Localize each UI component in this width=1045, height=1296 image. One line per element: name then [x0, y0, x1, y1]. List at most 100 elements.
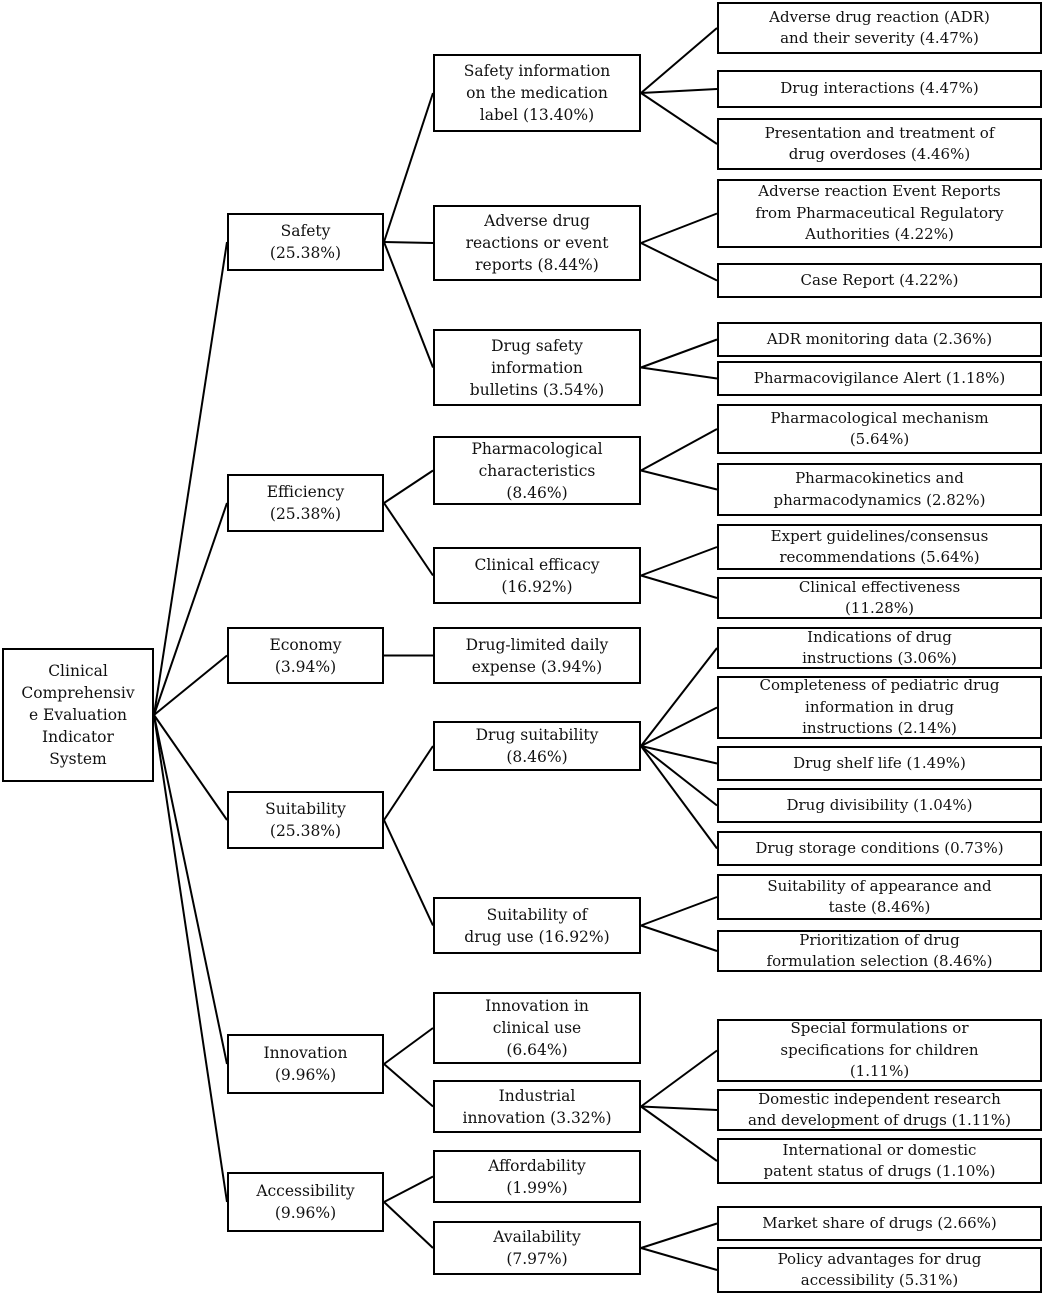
level3-node-label: Adverse drug reaction (ADR) and their se…: [769, 7, 990, 48]
connector-line: [153, 502, 228, 716]
level1-node-label: Accessibility (9.96%): [256, 1182, 355, 1222]
level1-node-label: Economy (3.94%): [269, 635, 342, 676]
connector-line: [640, 92, 718, 145]
level1-node-label: Safety (25.38%): [269, 222, 342, 262]
level3-node-label: Special formulations or specifications f…: [780, 1019, 979, 1081]
level2-node-label: Suitability of drug use (16.92%): [464, 905, 610, 946]
level3-node: Pharmacovigilance Alert (1.18%): [717, 361, 1042, 396]
connector-line: [383, 241, 434, 368]
connector-line: [383, 1175, 434, 1203]
level2-node-label: Drug safety information bulletins (3.54%…: [469, 336, 605, 399]
level2-node: Safety information on the medication lab…: [433, 54, 641, 132]
level3-node: ADR monitoring data (2.36%): [717, 322, 1042, 357]
level3-node: Drug interactions (4.47%): [717, 70, 1042, 108]
level2-node-label: Affordability (1.99%): [488, 1156, 586, 1197]
level2-node-label: Pharmacological characteristics (8.46%): [471, 439, 603, 502]
connector-line: [640, 745, 718, 765]
level3-node: International or domestic patent status …: [717, 1138, 1042, 1184]
connector-line: [640, 1105, 718, 1111]
level1-node-label: Suitability (25.38%): [265, 800, 346, 840]
level3-node: Expert guidelines/consensus recommendati…: [717, 524, 1042, 570]
connector-line: [383, 819, 434, 926]
level3-node: Adverse drug reaction (ADR) and their se…: [717, 2, 1042, 54]
level2-node: Availability (7.97%): [433, 1221, 641, 1275]
level3-node-label: Clinical effectiveness (11.28%): [798, 577, 961, 617]
level2-node: Pharmacological characteristics (8.46%): [433, 436, 641, 505]
level3-node: Presentation and treatment of drug overd…: [717, 118, 1042, 170]
level3-node-label: Market share of drugs (2.66%): [762, 1213, 997, 1232]
level2-node-label: Safety information on the medication lab…: [463, 62, 611, 124]
level2-node: Drug-limited daily expense (3.94%): [433, 627, 641, 684]
level3-node-label: International or domestic patent status …: [763, 1140, 996, 1181]
level3-node: Adverse reaction Event Reports from Phar…: [717, 179, 1042, 248]
level3-node: Special formulations or specifications f…: [717, 1019, 1042, 1082]
level3-node-label: Policy advantages for drug accessibility…: [777, 1249, 982, 1290]
connector-line: [640, 924, 718, 952]
level3-node-label: Presentation and treatment of drug overd…: [764, 123, 995, 164]
connector-line: [640, 647, 718, 747]
level1-node-economy: Economy (3.94%): [227, 627, 384, 684]
level2-node: Affordability (1.99%): [433, 1150, 641, 1203]
level1-node-safety: Safety (25.38%): [227, 213, 384, 271]
connector-line: [383, 469, 434, 504]
level2-node-label: Clinical efficacy (16.92%): [474, 555, 600, 596]
level2-node: Clinical efficacy (16.92%): [433, 547, 641, 604]
connector-line: [640, 1222, 718, 1249]
level2-node: Drug safety information bulletins (3.54%…: [433, 329, 641, 406]
connector-line: [640, 366, 718, 380]
level3-node: Clinical effectiveness (11.28%): [717, 577, 1042, 619]
level3-node-label: ADR monitoring data (2.36%): [766, 329, 993, 348]
level2-node-label: Innovation in clinical use (6.64%): [485, 997, 589, 1059]
level1-node-label: Efficiency (25.38%): [266, 483, 345, 523]
level3-node: Pharmacokinetics and pharmacodynamics (2…: [717, 463, 1042, 516]
connector-line: [640, 745, 718, 807]
level3-node-label: Pharmacological mechanism (5.64%): [770, 408, 989, 449]
connector-line: [383, 502, 434, 577]
level3-node-label: Pharmacovigilance Alert (1.18%): [753, 368, 1006, 387]
level2-node-label: Industrial innovation (3.32%): [462, 1086, 612, 1127]
level3-node: Case Report (4.22%): [717, 263, 1042, 298]
connector-line: [383, 1063, 434, 1108]
level1-node-efficiency: Efficiency (25.38%): [227, 474, 384, 532]
level2-node: Industrial innovation (3.32%): [433, 1080, 641, 1133]
level3-node: Domestic independent research and develo…: [717, 1089, 1042, 1131]
level2-node: Adverse drug reactions or event reports …: [433, 205, 641, 281]
level1-node-accessibility: Accessibility (9.96%): [227, 1172, 384, 1232]
level3-node-label: Drug storage conditions (0.73%): [755, 838, 1004, 857]
level2-node-label: Availability (7.97%): [493, 1228, 581, 1268]
connector-line: [640, 27, 718, 94]
connector-line: [640, 338, 718, 369]
connector-line: [640, 469, 718, 491]
connector-line: [640, 242, 718, 282]
connector-line: [383, 745, 434, 821]
level3-node-label: Adverse reaction Event Reports from Phar…: [755, 182, 1004, 244]
level3-node-label: Case Report (4.22%): [800, 270, 959, 289]
level3-node-label: Expert guidelines/consensus recommendati…: [770, 526, 989, 567]
level3-node: Drug divisibility (1.04%): [717, 788, 1042, 823]
level2-node: Drug suitability (8.46%): [433, 721, 641, 771]
level1-node-label: Innovation (9.96%): [263, 1044, 348, 1084]
level2-node: Innovation in clinical use (6.64%): [433, 992, 641, 1064]
level3-node: Pharmacological mechanism (5.64%): [717, 404, 1042, 454]
level3-node: Prioritization of drug formulation selec…: [717, 930, 1042, 972]
level2-node: Suitability of drug use (16.92%): [433, 897, 641, 954]
connector-line: [640, 212, 718, 244]
connector-line: [383, 1201, 434, 1249]
level3-node-label: Drug interactions (4.47%): [780, 79, 979, 98]
connector-line: [153, 714, 228, 821]
connector-line: [640, 896, 718, 927]
connector-line: [640, 706, 718, 747]
root-node-label: Clinical Comprehensiv e Evaluation Indic…: [21, 662, 135, 768]
level3-node-label: Completeness of pediatric drug informati…: [759, 676, 1000, 738]
level2-node-label: Drug suitability (8.46%): [475, 726, 599, 766]
connector-line: [153, 714, 228, 1203]
level1-node-suitability: Suitability (25.38%): [227, 791, 384, 849]
connector-line: [640, 1049, 718, 1108]
level3-node: Market share of drugs (2.66%): [717, 1206, 1042, 1241]
level3-node-label: Domestic independent research and develo…: [748, 1089, 1011, 1129]
connector-line: [383, 241, 434, 244]
level3-node: Drug storage conditions (0.73%): [717, 831, 1042, 866]
connector-line: [640, 1105, 718, 1162]
